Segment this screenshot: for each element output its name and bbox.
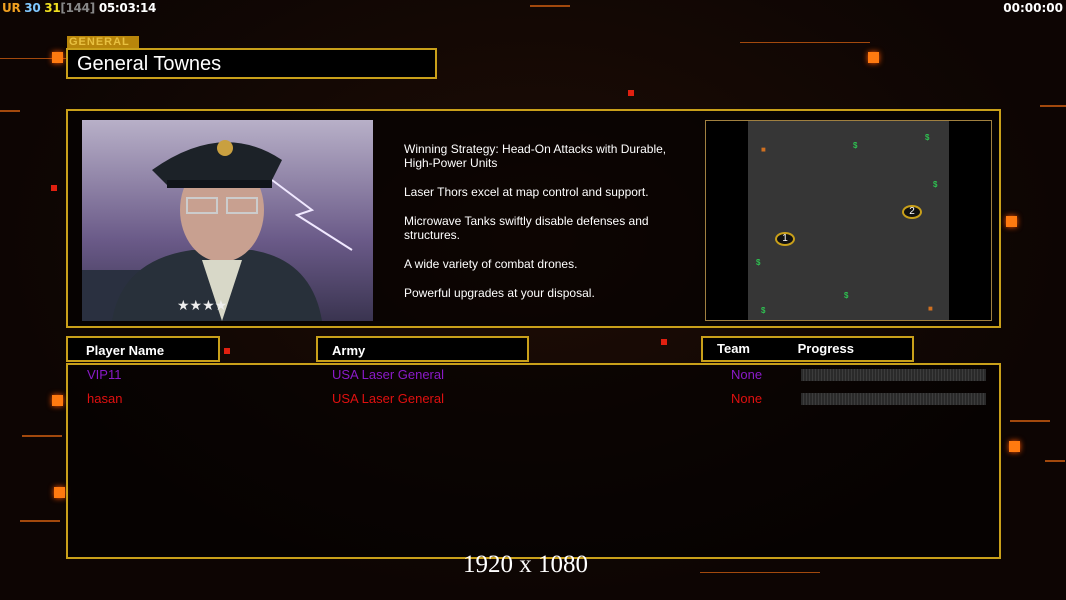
general-title: General Townes xyxy=(66,48,437,79)
decor-square xyxy=(628,90,634,96)
supply-dock-icon: $ xyxy=(761,306,766,315)
decor-square xyxy=(54,487,65,498)
description-line: Powerful upgrades at your disposal. xyxy=(404,286,595,300)
start-position-1[interactable]: 1 xyxy=(775,232,795,246)
general-info-panel: ★★★★ Winning Strategy: Head-On Attacks w… xyxy=(66,109,1001,328)
description-line: Winning Strategy: Head-On Attacks with D… xyxy=(404,142,667,170)
start-position-2[interactable]: 2 xyxy=(902,205,922,219)
general-tag: GENERAL xyxy=(67,36,139,48)
description-line: Microwave Tanks swiftly disable defenses… xyxy=(404,214,649,242)
player-list: VIP11 USA Laser General None hasan USA L… xyxy=(66,363,1001,559)
hud-time: 05:03:14 xyxy=(98,1,157,15)
description-line: Laser Thors excel at map control and sup… xyxy=(404,185,649,199)
decor-square xyxy=(1006,216,1017,227)
header-team: Team xyxy=(717,341,750,356)
player-name: VIP11 xyxy=(87,367,122,382)
description-line: A wide variety of combat drones. xyxy=(404,257,578,271)
header-team-progress: Team Progress xyxy=(701,336,914,362)
oil-derrick-icon: ■ xyxy=(761,145,766,154)
decor-square xyxy=(868,52,879,63)
general-portrait: ★★★★ xyxy=(82,120,373,321)
player-army: USA Laser General xyxy=(332,391,445,406)
supply-dock-icon: $ xyxy=(756,258,761,267)
header-army: Army xyxy=(316,336,529,362)
map-preview[interactable]: ■ ■ $ $ $ $ $ $ 1 2 xyxy=(705,120,992,321)
supply-dock-icon: $ xyxy=(925,133,930,142)
player-army: USA Laser General xyxy=(332,367,445,382)
header-player-name: Player Name xyxy=(66,336,220,362)
header-progress: Progress xyxy=(797,341,854,356)
player-team: None xyxy=(731,391,763,406)
general-description: Winning Strategy: Head-On Attacks with D… xyxy=(404,142,694,315)
hud-value-a: 30 xyxy=(24,1,41,15)
game-timer: 00:00:00 xyxy=(1003,1,1063,15)
oil-derrick-icon: ■ xyxy=(928,304,933,313)
hud-stats: UR 30 31[144] 05:03:14 xyxy=(2,1,156,15)
hud-value-c: [144] xyxy=(60,1,95,15)
progress-bar xyxy=(801,369,986,381)
map-area: ■ ■ $ $ $ $ $ $ 1 2 xyxy=(748,121,949,320)
hud-ur: UR xyxy=(2,1,21,15)
hud-value-b: 31 xyxy=(44,1,61,15)
svg-text:★★★★: ★★★★ xyxy=(177,297,227,313)
player-row[interactable]: hasan USA Laser General None xyxy=(68,391,999,407)
decor-line xyxy=(700,572,820,573)
supply-dock-icon: $ xyxy=(853,141,858,150)
progress-bar xyxy=(801,393,986,405)
decor-square xyxy=(661,339,667,345)
resolution-label: 1920 x 1080 xyxy=(463,551,588,578)
supply-dock-icon: $ xyxy=(933,180,938,189)
decor-line xyxy=(530,5,570,7)
decor-line xyxy=(1045,460,1065,462)
decor-line xyxy=(740,42,870,43)
decor-square xyxy=(1009,441,1020,452)
decor-line xyxy=(22,435,62,437)
player-row[interactable]: VIP11 USA Laser General None xyxy=(68,367,999,383)
decor-line xyxy=(20,520,60,522)
player-team: None xyxy=(731,367,763,382)
decor-square xyxy=(224,348,230,354)
decor-line xyxy=(0,110,20,112)
decor-square xyxy=(52,395,63,406)
decor-square xyxy=(51,185,57,191)
decor-line xyxy=(1010,420,1050,422)
supply-dock-icon: $ xyxy=(844,291,849,300)
decor-line xyxy=(1040,105,1066,107)
player-name: hasan xyxy=(87,391,123,406)
decor-square xyxy=(52,52,63,63)
